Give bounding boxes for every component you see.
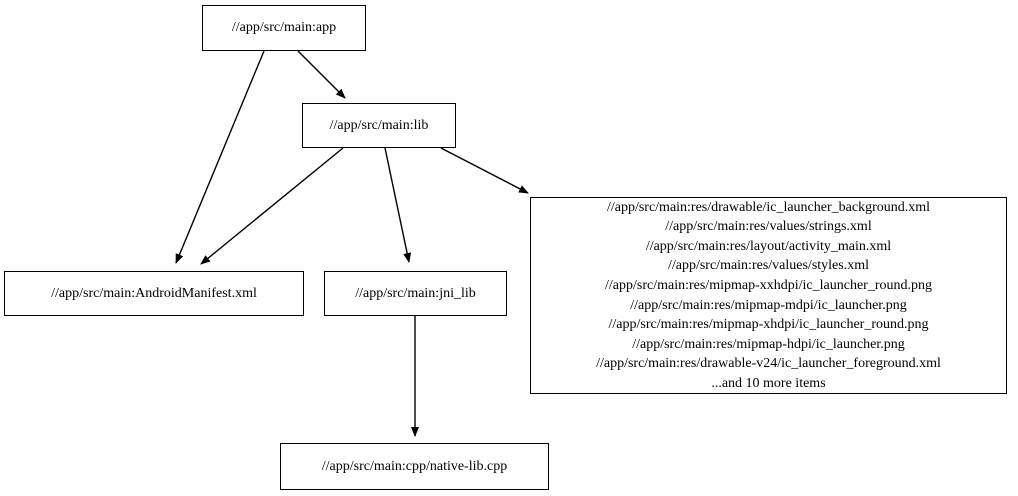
- resource-line-3: //app/src/main:res/layout/activity_main.…: [645, 238, 892, 254]
- edge-lib-to-resources: [440, 147, 529, 194]
- resource-line-9: //app/src/main:res/drawable-v24/ic_launc…: [596, 356, 941, 372]
- node-app-label: //app/src/main:app: [231, 20, 337, 35]
- edge-app-to-manifest: [175, 50, 265, 264]
- node-android-manifest[interactable]: //app/src/main:AndroidManifest.xml: [4, 271, 304, 316]
- edge-app-to-lib: [297, 50, 346, 99]
- resource-line-5: //app/src/main:res/mipmap-xxhdpi/ic_laun…: [605, 277, 932, 293]
- node-app[interactable]: //app/src/main:app: [202, 5, 366, 51]
- resource-line-8: //app/src/main:res/mipmap-hdpi/ic_launch…: [632, 336, 905, 352]
- edge-lib-to-manifest: [200, 147, 344, 265]
- node-jni-lib-label: //app/src/main:jni_lib: [355, 285, 476, 301]
- resource-line-4: //app/src/main:res/values/styles.xml: [667, 258, 869, 274]
- edge-lib-to-jnilib: [384, 147, 412, 263]
- resource-line-6: //app/src/main:res/mipmap-mdpi/ic_launch…: [630, 297, 907, 313]
- resource-line-7: //app/src/main:res/mipmap-xhdpi/ic_launc…: [608, 317, 929, 333]
- node-native-lib-cpp-label: //app/src/main:cpp/native-lib.cpp: [321, 458, 508, 474]
- resource-line-more: ...and 10 more items: [711, 375, 826, 391]
- node-jni-lib[interactable]: //app/src/main:jni_lib: [324, 271, 507, 316]
- node-resources-group[interactable]: //app/src/main:res/drawable/ic_launcher_…: [530, 197, 1007, 394]
- resource-line-1: //app/src/main:res/drawable/ic_launcher_…: [606, 199, 931, 215]
- node-lib-label: //app/src/main:lib: [329, 117, 429, 133]
- node-android-manifest-label: //app/src/main:AndroidManifest.xml: [51, 285, 257, 301]
- node-lib[interactable]: //app/src/main:lib: [302, 103, 456, 148]
- node-native-lib-cpp[interactable]: //app/src/main:cpp/native-lib.cpp: [280, 443, 549, 490]
- node-resources-lines: //app/src/main:res/drawable/ic_launcher_…: [596, 198, 941, 394]
- resource-line-2: //app/src/main:res/values/strings.xml: [665, 219, 872, 235]
